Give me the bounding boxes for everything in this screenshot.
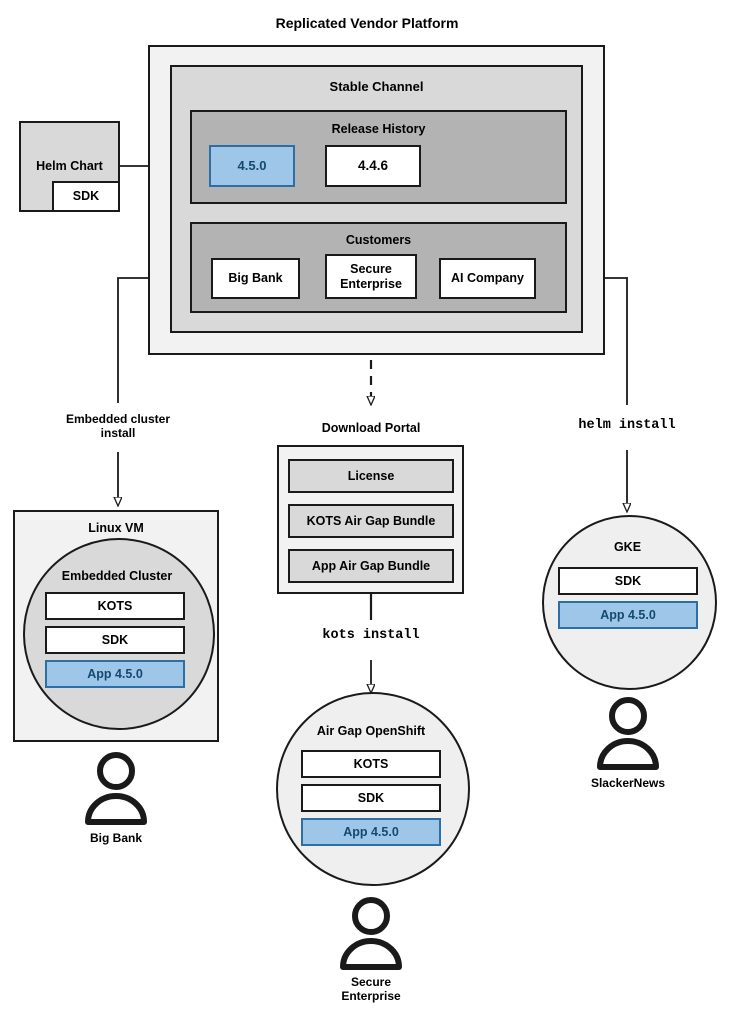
release-chip-4-5-0[interactable]: 4.5.0 [209, 145, 295, 187]
linux-vm-label: Linux VM [88, 521, 144, 535]
openshift-component-sdk[interactable]: SDK [301, 784, 441, 812]
persona-slackernews-label: SlackerNews [590, 776, 666, 790]
customer-ai-company[interactable]: AI Company [439, 258, 536, 299]
gke-label: GKE [613, 540, 642, 554]
air-gap-openshift-label: Air Gap OpenShift [316, 724, 426, 738]
gke-component-app[interactable]: App 4.5.0 [558, 601, 698, 629]
edge-label-download-portal: Download Portal [321, 421, 421, 435]
download-portal-artifact-app-air-gap-bundle[interactable]: App Air Gap Bundle [288, 549, 454, 583]
release-history-label: Release History [331, 122, 426, 136]
download-portal-artifact-kots-air-gap-bundle[interactable]: KOTS Air Gap Bundle [288, 504, 454, 538]
gke-component-sdk[interactable]: SDK [558, 567, 698, 595]
helm-chart-label: Helm Chart [36, 159, 103, 173]
customer-big-bank[interactable]: Big Bank [211, 258, 300, 299]
page-title: Replicated Vendor Platform [275, 15, 459, 31]
linux-vm-component-kots[interactable]: KOTS [45, 592, 185, 620]
customers-label: Customers [345, 233, 412, 247]
persona-big-bank-label: Big Bank [89, 831, 142, 845]
edge-label-helm-install: helm install [578, 418, 676, 433]
download-portal-artifact-license[interactable]: License [288, 459, 454, 493]
customer-secure-enterprise[interactable]: Secure Enterprise [325, 254, 417, 299]
openshift-component-kots[interactable]: KOTS [301, 750, 441, 778]
helm-chart-sdk-box[interactable]: SDK [52, 181, 120, 212]
embedded-cluster-label: Embedded Cluster [61, 569, 173, 583]
edge-label-kots-install: kots install [322, 628, 420, 643]
stable-channel-label: Stable Channel [329, 79, 424, 94]
edge-label-embedded-cluster-install: Embedded cluster install [65, 412, 171, 441]
release-chip-4-4-6[interactable]: 4.4.6 [325, 145, 421, 187]
persona-secure-enterprise-label: Secure Enterprise [341, 975, 401, 1004]
linux-vm-component-sdk[interactable]: SDK [45, 626, 185, 654]
linux-vm-component-app[interactable]: App 4.5.0 [45, 660, 185, 688]
openshift-component-app[interactable]: App 4.5.0 [301, 818, 441, 846]
